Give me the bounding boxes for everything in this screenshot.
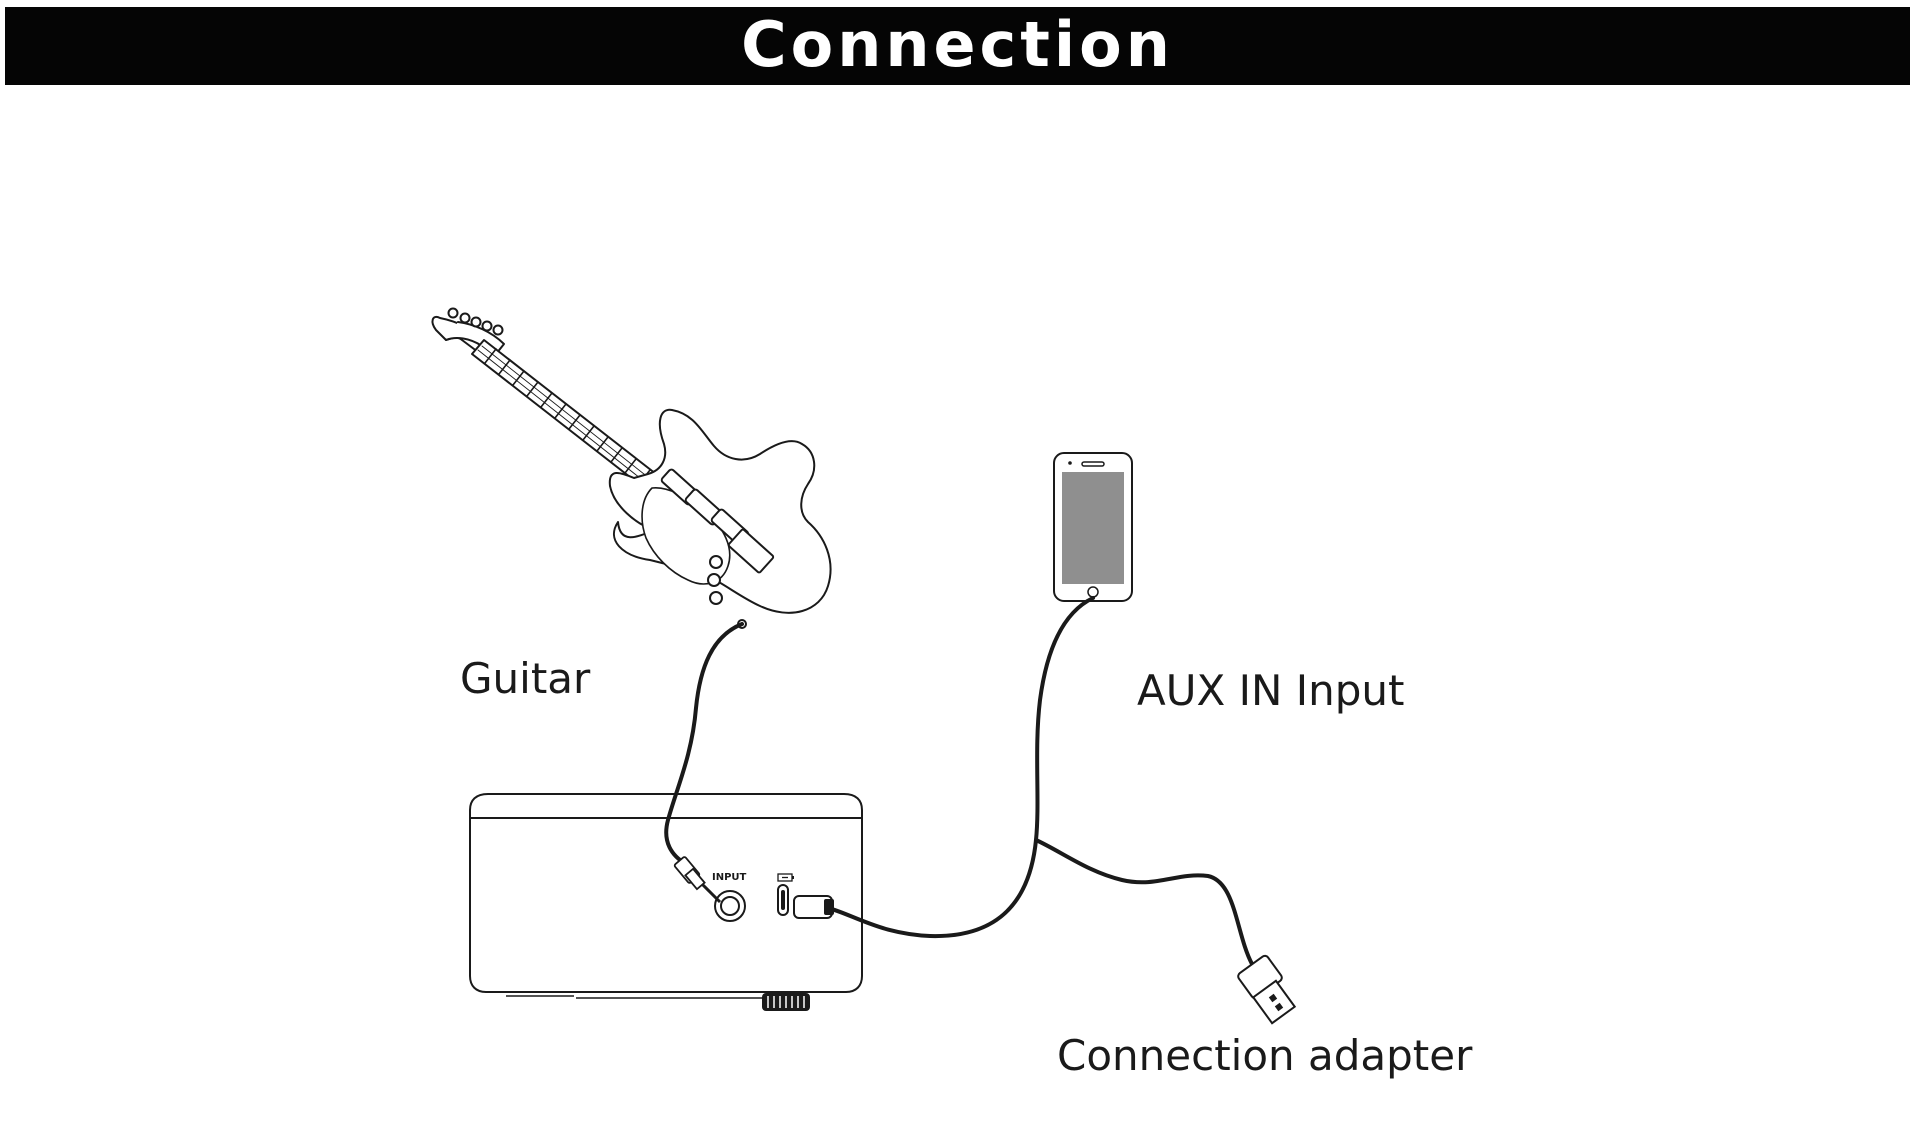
guitar-label: Guitar [460,654,591,703]
phone-icon [1053,452,1133,602]
page-title: Connection [741,8,1174,81]
amp-usbc-cable [826,838,1038,939]
aux-cable [1034,596,1095,842]
guitar-cable [664,622,744,866]
amplifier-icon [469,793,863,1011]
connection-adapter-label: Connection adapter [1057,1031,1473,1080]
amp-input-label: INPUT [712,872,747,883]
guitar-plug-icon [673,856,722,904]
guitar-icon [431,307,832,629]
usb-adapter-icon [1237,954,1297,1025]
usbc-plug-icon [793,895,834,919]
title-bar: Connection [5,7,1910,85]
aux-in-label: AUX IN Input [1137,666,1405,715]
adapter-cable [1034,838,1254,966]
